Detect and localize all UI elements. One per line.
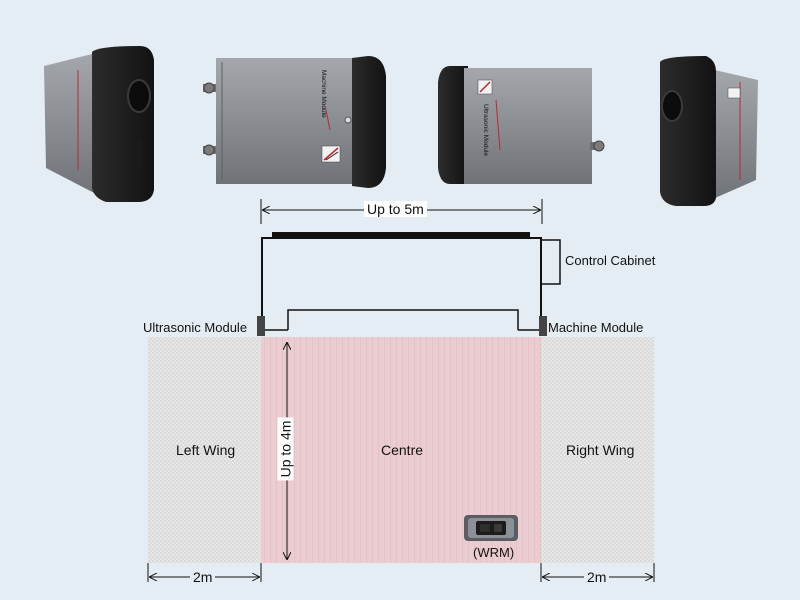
span-depth-label: Up to 4m — [277, 417, 294, 481]
right-wing-width-label: 2m — [584, 569, 610, 585]
left-wing-width-label: 2m — [190, 569, 216, 585]
left-wing-label: Left Wing — [176, 442, 236, 458]
device-view-machine-side: Machine Module — [203, 56, 386, 188]
right-wing-zone — [541, 337, 654, 563]
span-width-label: Up to 5m — [364, 201, 427, 217]
wrm-label: (WRM) — [473, 545, 515, 560]
machine-outline — [261, 232, 542, 331]
centre-label: Centre — [381, 442, 424, 458]
ultrasonic-module-device-text: Ultrasonic Module — [482, 104, 489, 156]
control-cabinet-box — [540, 239, 561, 285]
ultrasonic-module-marker — [257, 316, 265, 336]
machine-module-label: Machine Module — [548, 320, 644, 335]
device-view-ultrasonic-angled — [44, 46, 154, 202]
left-wing-zone — [148, 337, 261, 563]
machine-module-marker — [539, 316, 547, 336]
ultrasonic-module-label: Ultrasonic Module — [143, 320, 248, 335]
device-view-machine-angled — [660, 56, 758, 206]
device-view-ultrasonic-side: Ultrasonic Module — [438, 66, 605, 184]
machine-module-device-text: Machine Module — [320, 70, 327, 118]
wrm-device — [464, 515, 518, 541]
right-wing-label: Right Wing — [566, 442, 635, 458]
control-cabinet-label: Control Cabinet — [565, 253, 656, 268]
